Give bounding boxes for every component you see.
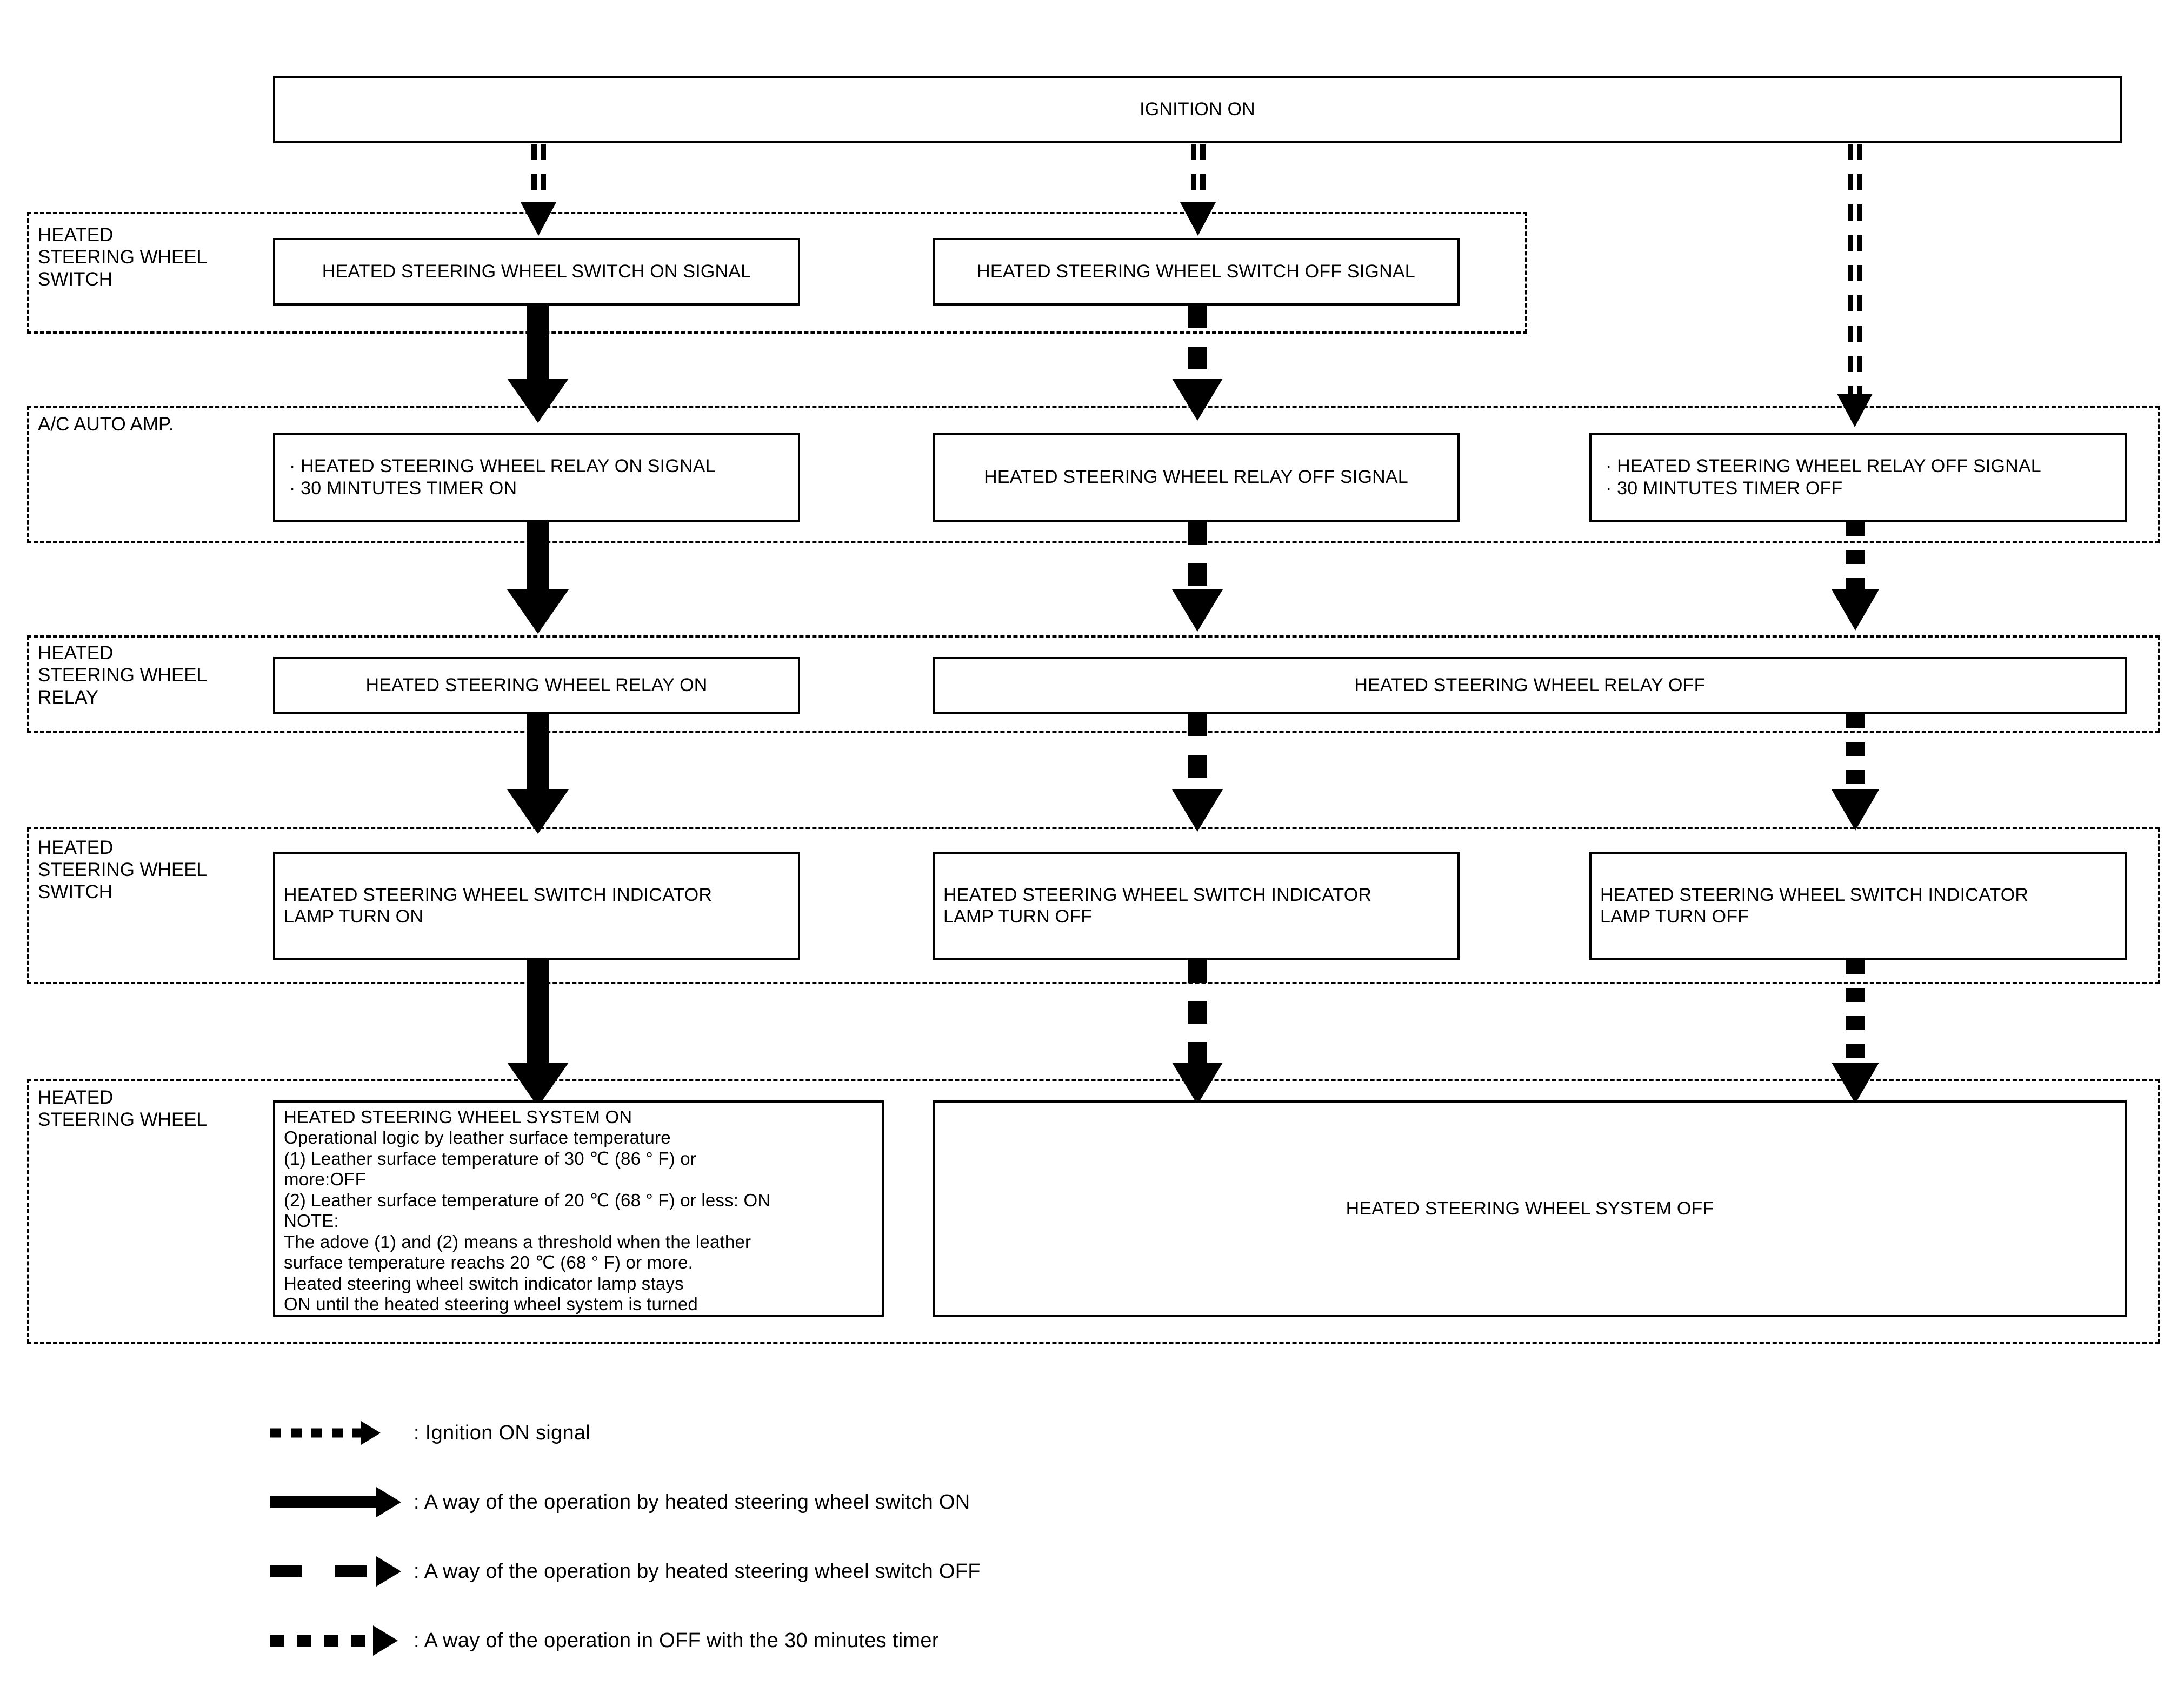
- ignition-arrowhead-col2: [1180, 202, 1216, 236]
- legend-label-ignition: : Ignition ON signal: [414, 1421, 591, 1444]
- switch-off-signal-label: HEATED STEERING WHEEL SWITCH OFF SIGNAL: [977, 261, 1415, 282]
- dotted-arrow-icon: [270, 1421, 408, 1445]
- legend: : Ignition ON signal : A way of the oper…: [270, 1417, 1676, 1656]
- ignition-on-label: IGNITION ON: [1140, 99, 1255, 120]
- amp-relay-off-right-label: · HEATED STEERING WHEEL RELAY OFF SIGNAL…: [1606, 456, 2041, 499]
- ignition-feed-col3: [1848, 144, 1853, 403]
- amp-relay-off-mid-label: HEATED STEERING WHEEL RELAY OFF SIGNAL: [984, 467, 1408, 488]
- legend-row-switch-on: : A way of the operation by heated steer…: [270, 1486, 970, 1518]
- legend-row-timer: : A way of the operation in OFF with the…: [270, 1624, 939, 1657]
- section-heated-steering-wheel-switch-2: [27, 827, 2160, 984]
- row-label-wheel: HEATED STEERING WHEEL: [38, 1087, 208, 1130]
- switch-off-signal-box[interactable]: HEATED STEERING WHEEL SWITCH OFF SIGNAL: [933, 238, 1460, 306]
- arrowhead-col3-r3-r4: [1832, 789, 1879, 831]
- relay-on-label: HEATED STEERING WHEEL RELAY ON: [365, 675, 708, 696]
- ignition-arrowhead-col3: [1837, 394, 1873, 427]
- legend-row-switch-off: : A way of the operation by heated steer…: [270, 1555, 981, 1588]
- connector-col1-r4-r5: [527, 960, 549, 1081]
- ignition-feed-col2-b: [1200, 144, 1206, 208]
- section-ac-auto-amp: [27, 406, 2160, 543]
- arrowhead-col2-r1-r2: [1172, 379, 1223, 421]
- connector-col3-r4-r5: [1846, 960, 1865, 1081]
- ignition-feed-col1-b: [541, 144, 546, 208]
- relay-off-label: HEATED STEERING WHEEL RELAY OFF: [1354, 675, 1706, 696]
- lamp-turn-off-right-label: HEATED STEERING WHEEL SWITCH INDICATOR L…: [1600, 884, 2029, 927]
- arrowhead-col1-r3-r4: [507, 789, 569, 834]
- section-heated-steering-wheel-switch-1: [27, 212, 1527, 334]
- system-on-box[interactable]: HEATED STEERING WHEEL SYSTEM ON Operatio…: [273, 1100, 884, 1317]
- arrowhead-col2-r3-r4: [1172, 789, 1223, 832]
- arrowhead-col1-r4-r5: [507, 1063, 569, 1107]
- connector-col1-r3-r4: [527, 714, 549, 803]
- row-label-switch-2: HEATED STEERING WHEEL SWITCH: [38, 837, 208, 902]
- system-on-description: HEATED STEERING WHEEL SYSTEM ON Operatio…: [284, 1107, 771, 1314]
- section-heated-steering-wheel: [27, 1079, 2160, 1344]
- relay-on-box[interactable]: HEATED STEERING WHEEL RELAY ON: [273, 657, 800, 714]
- arrowhead-col2-r4-r5: [1172, 1063, 1223, 1105]
- ignition-feed-col1: [531, 144, 537, 208]
- system-off-box[interactable]: HEATED STEERING WHEEL SYSTEM OFF: [933, 1100, 2127, 1317]
- connector-col2-r1-r2: [1188, 306, 1207, 392]
- amp-relay-on-label: · HEATED STEERING WHEEL RELAY ON SIGNAL …: [289, 456, 716, 499]
- square-dotted-arrow-icon: [270, 1625, 408, 1656]
- amp-relay-on-box[interactable]: · HEATED STEERING WHEEL RELAY ON SIGNAL …: [273, 433, 800, 522]
- connector-col1-r1-r2: [527, 306, 549, 392]
- row-label-switch-1: HEATED STEERING WHEEL SWITCH: [38, 224, 208, 290]
- arrowhead-col1-r1-r2: [507, 379, 569, 423]
- connector-col2-r4-r5: [1188, 960, 1207, 1081]
- system-off-label: HEATED STEERING WHEEL SYSTEM OFF: [1346, 1198, 1714, 1219]
- lamp-turn-off-mid-label: HEATED STEERING WHEEL SWITCH INDICATOR L…: [943, 884, 1372, 927]
- solid-arrow-icon: [270, 1487, 408, 1517]
- connector-col3-r3-r4: [1846, 714, 1865, 803]
- arrowhead-col2-r2-r3: [1172, 589, 1223, 632]
- dashed-arrow-icon: [270, 1556, 408, 1587]
- lamp-turn-on-box[interactable]: HEATED STEERING WHEEL SWITCH INDICATOR L…: [273, 852, 800, 960]
- amp-relay-off-mid-box[interactable]: HEATED STEERING WHEEL RELAY OFF SIGNAL: [933, 433, 1460, 522]
- ignition-feed-col2: [1191, 144, 1196, 208]
- arrowhead-col3-r4-r5: [1832, 1063, 1879, 1104]
- ignition-on-box[interactable]: IGNITION ON: [273, 76, 2122, 143]
- amp-relay-off-right-box[interactable]: · HEATED STEERING WHEEL RELAY OFF SIGNAL…: [1589, 433, 2127, 522]
- lamp-turn-on-label: HEATED STEERING WHEEL SWITCH INDICATOR L…: [284, 884, 713, 927]
- legend-label-switch-on: : A way of the operation by heated steer…: [414, 1490, 970, 1514]
- relay-off-box[interactable]: HEATED STEERING WHEEL RELAY OFF: [933, 657, 2127, 714]
- ignition-arrowhead-col1: [521, 202, 556, 236]
- lamp-turn-off-right-box[interactable]: HEATED STEERING WHEEL SWITCH INDICATOR L…: [1589, 852, 2127, 960]
- arrowhead-col1-r2-r3: [507, 589, 569, 634]
- ignition-feed-col3-b: [1857, 144, 1862, 403]
- legend-label-switch-off: : A way of the operation by heated steer…: [414, 1559, 981, 1583]
- row-label-relay: HEATED STEERING WHEEL RELAY: [38, 642, 208, 708]
- section-heated-steering-wheel-relay: [27, 635, 2160, 733]
- legend-label-timer: : A way of the operation in OFF with the…: [414, 1629, 939, 1652]
- lamp-turn-off-mid-box[interactable]: HEATED STEERING WHEEL SWITCH INDICATOR L…: [933, 852, 1460, 960]
- connector-col2-r3-r4: [1188, 714, 1207, 803]
- switch-on-signal-box[interactable]: HEATED STEERING WHEEL SWITCH ON SIGNAL: [273, 238, 800, 306]
- legend-row-ignition: : Ignition ON signal: [270, 1417, 590, 1449]
- arrowhead-col3-r2-r3: [1832, 589, 1879, 631]
- row-label-ac-auto-amp: A/C AUTO AMP.: [38, 414, 174, 435]
- switch-on-signal-label: HEATED STEERING WHEEL SWITCH ON SIGNAL: [322, 261, 751, 282]
